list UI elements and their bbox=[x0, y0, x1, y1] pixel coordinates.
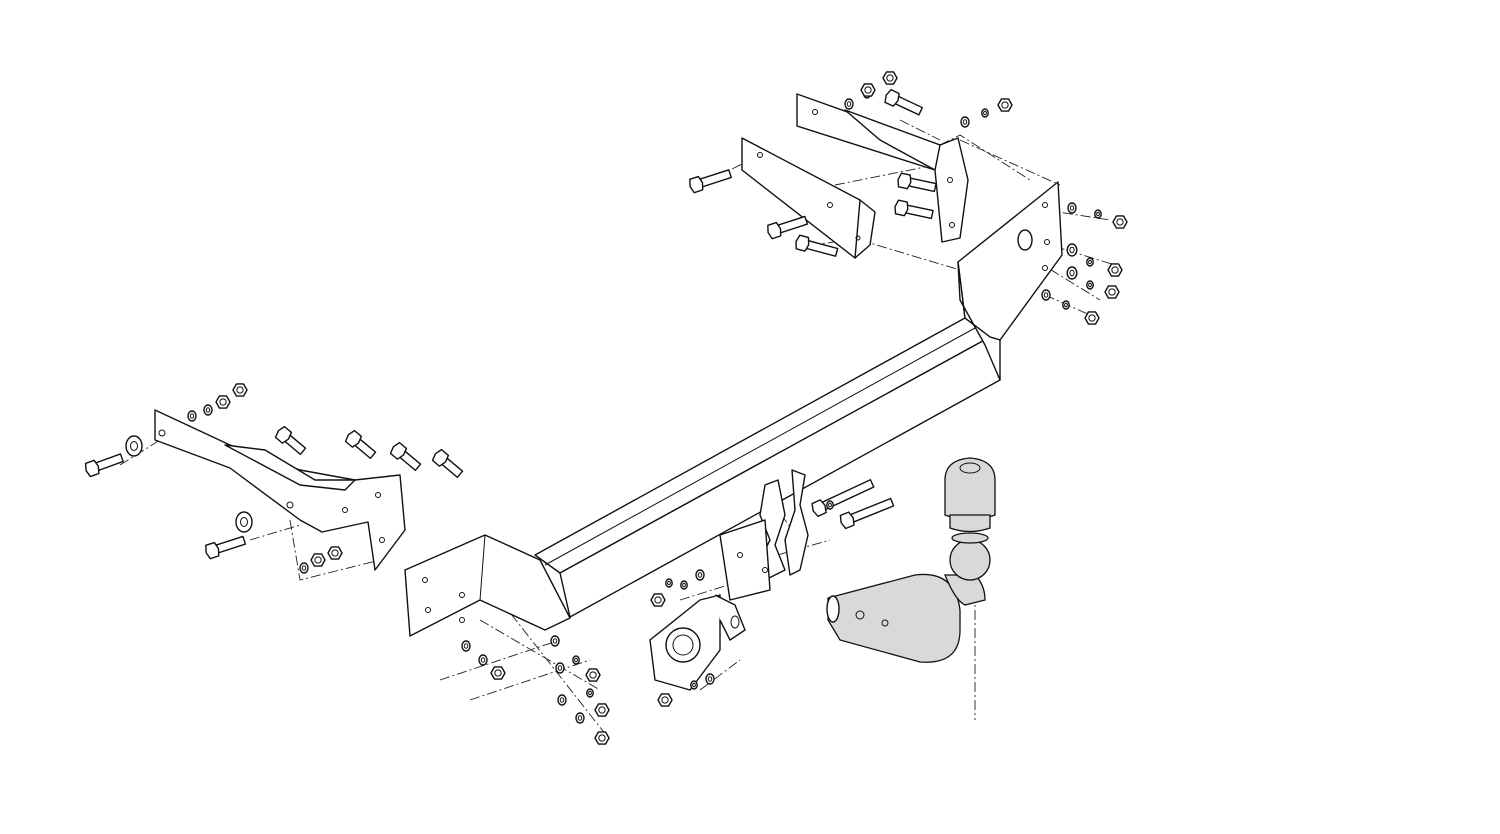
washer bbox=[187, 410, 197, 422]
hex-nut bbox=[1084, 311, 1100, 325]
washer bbox=[665, 578, 673, 588]
hex-nut bbox=[1107, 263, 1123, 277]
hex-bolt bbox=[795, 234, 839, 257]
left-mounting-plate bbox=[404, 534, 571, 637]
washer bbox=[844, 98, 854, 110]
hex-nut bbox=[585, 668, 601, 682]
washer bbox=[299, 562, 309, 574]
hex-bolt bbox=[344, 429, 377, 460]
tow-ball-neck bbox=[826, 573, 986, 663]
tow-ball-cover bbox=[944, 457, 996, 533]
hex-nut bbox=[860, 83, 876, 97]
washer bbox=[1086, 257, 1094, 267]
washer bbox=[1067, 202, 1077, 214]
hex-nut bbox=[650, 593, 666, 607]
hex-bolt bbox=[689, 169, 732, 194]
hex-bolt bbox=[811, 479, 875, 518]
washer bbox=[461, 640, 471, 652]
hex-nut bbox=[490, 666, 506, 680]
hex-bolt bbox=[839, 497, 895, 530]
hex-nut bbox=[997, 98, 1013, 112]
hex-bolt bbox=[884, 88, 924, 116]
washer bbox=[586, 688, 594, 698]
right-mounting-plate bbox=[957, 181, 1063, 381]
hex-nut bbox=[1104, 285, 1120, 299]
crossbar-tube bbox=[534, 317, 1001, 618]
washer bbox=[125, 435, 143, 457]
washer bbox=[690, 680, 698, 690]
washer bbox=[235, 511, 253, 533]
washer bbox=[826, 500, 834, 510]
washer bbox=[1066, 266, 1078, 280]
washer bbox=[550, 635, 560, 647]
hex-nut bbox=[215, 395, 231, 409]
hex-bolt bbox=[431, 448, 464, 479]
washer bbox=[1094, 209, 1102, 219]
washer bbox=[1062, 300, 1070, 310]
washer bbox=[695, 569, 705, 581]
upper-right-front-bracket bbox=[741, 137, 876, 259]
assembly-guide-lines bbox=[119, 119, 1116, 741]
hex-bolt bbox=[205, 535, 247, 560]
washer bbox=[575, 712, 585, 724]
washer bbox=[1086, 280, 1094, 290]
washer bbox=[981, 108, 989, 118]
hex-bolt bbox=[84, 453, 124, 478]
left-side-bracket bbox=[154, 409, 406, 571]
hex-bolt bbox=[389, 441, 422, 472]
washer bbox=[1041, 289, 1051, 301]
hex-bolt bbox=[894, 199, 934, 220]
socket-mounting-plate bbox=[649, 594, 746, 691]
hex-nut bbox=[327, 546, 343, 560]
hex-nut bbox=[882, 71, 898, 85]
ball-mount-tabs bbox=[719, 469, 809, 601]
upper-right-rear-bracket bbox=[796, 93, 969, 243]
washer bbox=[705, 673, 715, 685]
washer bbox=[960, 116, 970, 128]
hex-bolt bbox=[767, 215, 809, 240]
hex-nut bbox=[657, 693, 673, 707]
hex-nut bbox=[310, 553, 326, 567]
washer bbox=[203, 404, 213, 416]
washer bbox=[557, 694, 567, 706]
hex-nut bbox=[594, 731, 610, 745]
hex-bolt bbox=[274, 425, 307, 456]
washer bbox=[1066, 243, 1078, 257]
tow-ball bbox=[949, 532, 991, 581]
hex-nut bbox=[1112, 215, 1128, 229]
hex-nut bbox=[232, 383, 248, 397]
washer bbox=[478, 654, 488, 666]
washer bbox=[555, 662, 565, 674]
washer bbox=[572, 655, 580, 665]
hex-bolt bbox=[897, 172, 937, 193]
hex-nut bbox=[594, 703, 610, 717]
fasteners bbox=[84, 71, 1128, 745]
washer bbox=[680, 580, 688, 590]
